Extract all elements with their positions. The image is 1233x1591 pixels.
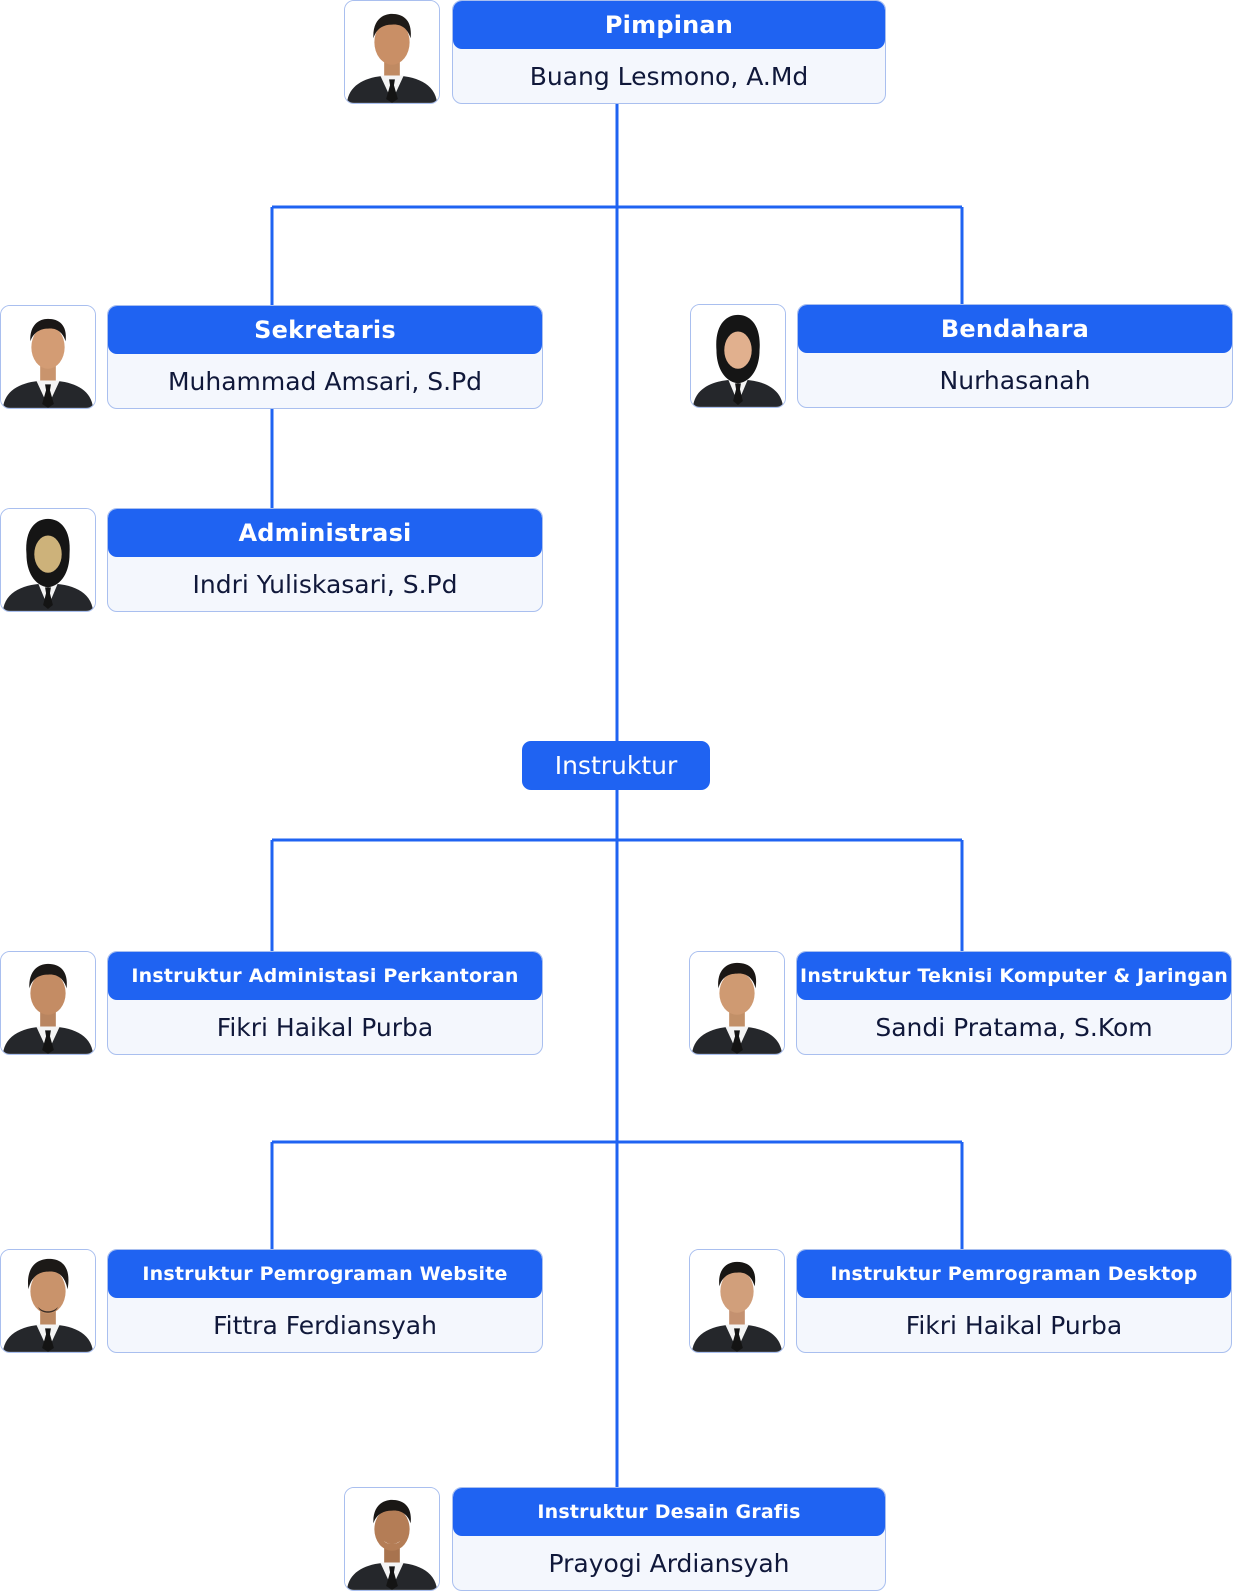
instructor-role: Instruktur Pemrograman Website (108, 1250, 542, 1298)
leader-card: Pimpinan Buang Lesmono, A.Md (452, 0, 886, 104)
treasurer-photo (690, 304, 786, 408)
administration-role: Administrasi (108, 509, 542, 557)
instructor-photo (344, 1487, 440, 1591)
male-portrait-icon (1, 952, 95, 1054)
instructor-role: Instruktur Desain Grafis (453, 1488, 885, 1536)
secretary-photo (0, 305, 96, 409)
instructor-name: Fikri Haikal Purba (905, 1310, 1123, 1340)
instructor-name: Prayogi Ardiansyah (548, 1548, 790, 1578)
male-portrait-icon (1, 306, 95, 408)
instructor-photo (0, 951, 96, 1055)
male-portrait-icon (690, 1250, 784, 1352)
instructor-group-label: Instruktur (522, 741, 710, 790)
male-portrait-icon (690, 952, 784, 1054)
leader-photo (344, 0, 440, 104)
leader-name: Buang Lesmono, A.Md (529, 61, 809, 91)
secretary-name: Muhammad Amsari, S.Pd (167, 366, 483, 396)
instructor-card: Instruktur Pemrograman Website Fittra Fe… (107, 1249, 543, 1353)
instructor-card: Instruktur Teknisi Komputer & Jaringan S… (796, 951, 1232, 1055)
instructor-role: Instruktur Administasi Perkantoran (108, 952, 542, 1000)
administration-card: Administrasi Indri Yuliskasari, S.Pd (107, 508, 543, 612)
administration-photo (0, 508, 96, 612)
instructor-name: Fikri Haikal Purba (216, 1012, 434, 1042)
administration-name: Indri Yuliskasari, S.Pd (192, 569, 458, 599)
treasurer-role: Bendahara (798, 305, 1232, 353)
secretary-role: Sekretaris (108, 306, 542, 354)
secretary-card: Sekretaris Muhammad Amsari, S.Pd (107, 305, 543, 409)
female-hijab-portrait-icon (691, 305, 785, 407)
instructor-photo (689, 1249, 785, 1353)
instructor-role: Instruktur Teknisi Komputer & Jaringan (797, 952, 1231, 1000)
male-portrait-icon (1, 1250, 95, 1352)
instructor-photo (0, 1249, 96, 1353)
leader-role: Pimpinan (453, 1, 885, 49)
treasurer-card: Bendahara Nurhasanah (797, 304, 1233, 408)
instructor-name: Sandi Pratama, S.Kom (875, 1012, 1153, 1042)
male-portrait-icon (345, 1, 439, 103)
instructor-photo (689, 951, 785, 1055)
female-hijab-portrait-icon (1, 509, 95, 611)
instructor-name: Fittra Ferdiansyah (213, 1310, 437, 1340)
instructor-role: Instruktur Pemrograman Desktop (797, 1250, 1231, 1298)
instructor-card: Instruktur Administasi Perkantoran Fikri… (107, 951, 543, 1055)
male-portrait-icon (345, 1488, 439, 1590)
treasurer-name: Nurhasanah (939, 365, 1091, 395)
instructor-card: Instruktur Pemrograman Desktop Fikri Hai… (796, 1249, 1232, 1353)
instructor-card: Instruktur Desain Grafis Prayogi Ardians… (452, 1487, 886, 1591)
